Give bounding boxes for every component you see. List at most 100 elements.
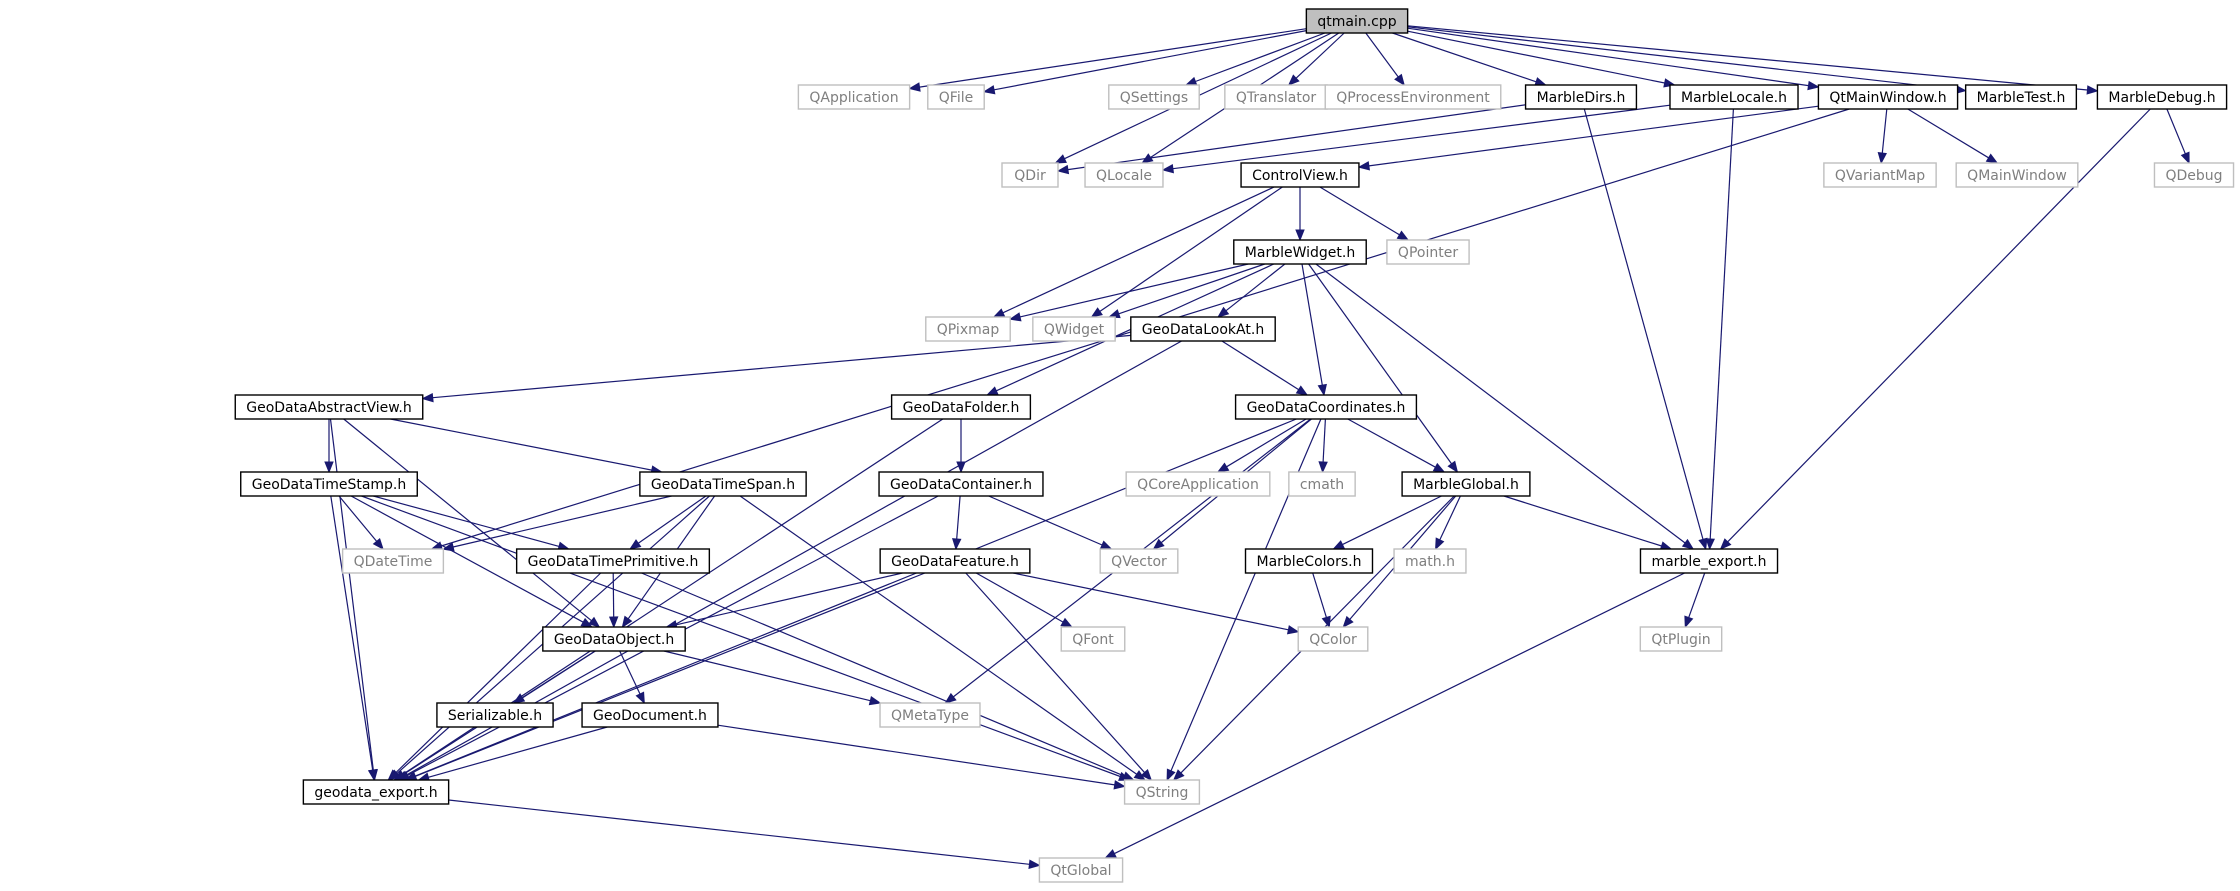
node-qmetatype[interactable]: QMetaType [879, 702, 981, 728]
node-label: QFile [939, 90, 973, 106]
node-qprocessenvironment[interactable]: QProcessEnvironment [1324, 84, 1502, 110]
node-qtplugin[interactable]: QtPlugin [1639, 626, 1723, 652]
node-label: QtPlugin [1651, 632, 1710, 648]
node-geodata-export-h[interactable]: geodata_export.h [302, 779, 450, 805]
node-box [1964, 84, 2078, 110]
node-box [927, 84, 985, 110]
node-geodatatimespan-h[interactable]: GeoDataTimeSpan.h [639, 471, 807, 497]
node-label: QApplication [809, 90, 898, 106]
node-geodocument-h[interactable]: GeoDocument.h [581, 702, 719, 728]
edge-geodatatimestamp-to-geodata-export [330, 495, 378, 782]
node-label: marble_export.h [1651, 554, 1766, 570]
node-marblecolors-h[interactable]: MarbleColors.h [1244, 548, 1374, 574]
node-label: GeoDataTimeSpan.h [651, 477, 795, 493]
node-qtmain-cpp[interactable]: qtmain.cpp [1305, 8, 1409, 34]
node-box [1123, 779, 1201, 805]
node-qpixmap[interactable]: QPixmap [925, 316, 1011, 342]
node-qfile[interactable]: QFile [927, 84, 985, 110]
edge-marble-export-to-qtplugin [1684, 572, 1706, 629]
node-box [1386, 239, 1470, 265]
node-qdebug[interactable]: QDebug [2153, 162, 2235, 188]
node-label: QProcessEnvironment [1336, 90, 1490, 106]
node-box [436, 702, 554, 728]
edge-qtmainwindow-to-qmainwindow [1907, 108, 1999, 164]
node-qstring[interactable]: QString [1123, 779, 1201, 805]
node-qlocale[interactable]: QLocale [1084, 162, 1164, 188]
edge-controlview-to-qpixmap [992, 186, 1275, 318]
node-geodatafolder-h[interactable]: GeoDataFolder.h [890, 394, 1032, 420]
edge-geodataabstractview-to-geodatatimespan [390, 418, 663, 475]
edge-marbledebug-to-marble-export [1719, 108, 2151, 550]
edge-geodatatimespan-to-geodatatimeprimitive [628, 495, 707, 550]
node-qcoreapplication[interactable]: QCoreApplication [1125, 471, 1271, 497]
node-qfont[interactable]: QFont [1060, 626, 1126, 652]
node-qwidget[interactable]: QWidget [1032, 316, 1116, 342]
node-qpointer[interactable]: QPointer [1386, 239, 1470, 265]
node-label: math.h [1405, 554, 1455, 570]
node-qcolor[interactable]: QColor [1297, 626, 1369, 652]
edge-qtmainwindow-to-qvariantmap [1877, 108, 1888, 165]
node-box [1130, 316, 1276, 342]
node-box [1669, 84, 1799, 110]
edge-controlview-to-qpointer [1319, 186, 1410, 241]
node-qapplication[interactable]: QApplication [797, 84, 911, 110]
node-label: QString [1136, 785, 1189, 801]
edge-geodataabstractview-to-geodatatimestamp [324, 419, 334, 474]
node-label: QDir [1014, 168, 1046, 184]
node-marblelocale-h[interactable]: MarbleLocale.h [1669, 84, 1799, 110]
node-geodatatimestamp-h[interactable]: GeoDataTimeStamp.h [240, 471, 418, 497]
node-marbledirs-h[interactable]: MarbleDirs.h [1524, 84, 1638, 110]
node-geodatatimeprimitive-h[interactable]: GeoDataTimePrimitive.h [515, 548, 711, 574]
node-label: ControlView.h [1252, 168, 1348, 184]
node-qmainwindow[interactable]: QMainWindow [1955, 162, 2079, 188]
edge-marblewidget-to-geodatacoordinates [1301, 263, 1327, 397]
node-cmath[interactable]: cmath [1288, 471, 1356, 497]
node-label: MarbleTest.h [1977, 90, 2066, 106]
node-box [1125, 471, 1271, 497]
node-box [240, 471, 418, 497]
edge-controlview-to-qwidget [1090, 186, 1283, 318]
node-serializable-h[interactable]: Serializable.h [436, 702, 554, 728]
node-qsettings[interactable]: QSettings [1108, 84, 1200, 110]
node-marbletest-h[interactable]: MarbleTest.h [1964, 84, 2078, 110]
node-geodataobject-h[interactable]: GeoDataObject.h [542, 626, 686, 652]
node-box [1288, 471, 1356, 497]
node-label: QMainWindow [1967, 168, 2067, 184]
node-geodatalookat-h[interactable]: GeoDataLookAt.h [1130, 316, 1276, 342]
edge-marbledirs-to-qdir [1056, 104, 1526, 175]
edge-qtmain-to-qtranslator [1287, 32, 1345, 86]
node-qtranslator[interactable]: QTranslator [1224, 84, 1328, 110]
node-label: GeoDataObject.h [554, 632, 674, 648]
edge-geodatacontainer-to-qvector [988, 495, 1113, 550]
node-marbleglobal-h[interactable]: MarbleGlobal.h [1401, 471, 1531, 497]
node-geodatafeature-h[interactable]: GeoDataFeature.h [879, 548, 1031, 574]
node-marble-export-h[interactable]: marble_export.h [1639, 548, 1779, 574]
edge-geodata-export-to-qtglobal [448, 799, 1041, 869]
node-box [1639, 548, 1779, 574]
node-marbledebug-h[interactable]: MarbleDebug.h [2096, 84, 2228, 110]
edge-geodatalookat-to-geodatacoordinates [1221, 340, 1309, 396]
node-geodataabstractview-h[interactable]: GeoDataAbstractView.h [234, 394, 424, 420]
node-math-h[interactable]: math.h [1393, 548, 1467, 574]
node-qdatetime[interactable]: QDateTime [341, 548, 445, 574]
node-label: QVector [1111, 554, 1167, 570]
node-geodatacontainer-h[interactable]: GeoDataContainer.h [878, 471, 1044, 497]
node-box [925, 316, 1011, 342]
edge-geodataobject-to-geodocument [619, 650, 645, 705]
edge-geodatafeature-to-qfont [975, 572, 1073, 628]
node-marblewidget-h[interactable]: MarbleWidget.h [1233, 239, 1367, 265]
node-controlview-h[interactable]: ControlView.h [1240, 162, 1360, 188]
edge-geodatalookat-to-geodataabstractview [421, 334, 1131, 403]
edge-qtmain-to-qprocessenvironment [1365, 32, 1406, 87]
node-qvariantmap[interactable]: QVariantMap [1823, 162, 1937, 188]
node-qtmainwindow-h[interactable]: QtMainWindow.h [1817, 84, 1959, 110]
node-qtglobal[interactable]: QtGlobal [1038, 857, 1124, 883]
node-qvector[interactable]: QVector [1099, 548, 1179, 574]
node-label: MarbleDebug.h [2108, 90, 2215, 106]
node-qdir[interactable]: QDir [1001, 162, 1059, 188]
node-label: QDateTime [354, 554, 433, 570]
edge-geodatafeature-to-qstring [965, 572, 1153, 782]
node-geodatacoordinates-h[interactable]: GeoDataCoordinates.h [1234, 394, 1418, 420]
node-label: QtGlobal [1050, 863, 1111, 879]
node-label: QPointer [1398, 245, 1458, 261]
